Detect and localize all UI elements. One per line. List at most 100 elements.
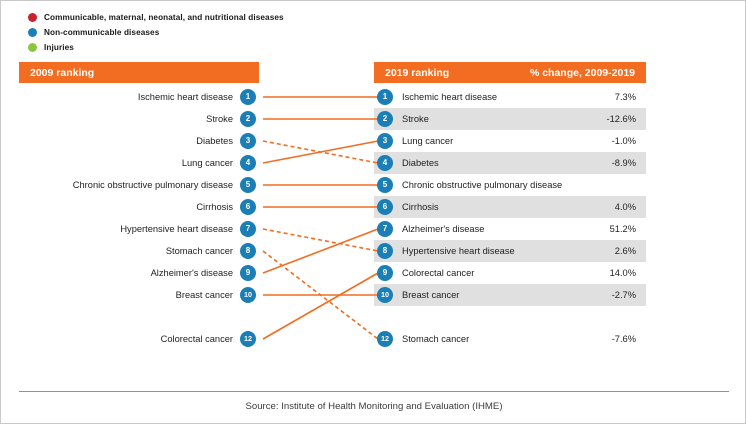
connector-line: [262, 140, 379, 164]
connector-line: [262, 272, 379, 340]
right-row-change-value: -7.6%: [611, 334, 636, 344]
legend: Communicable, maternal, neonatal, and nu…: [28, 11, 428, 56]
left-panel-header: 2009 ranking: [19, 62, 259, 83]
connector-line: [262, 228, 379, 252]
right-rank-badge: 6: [377, 199, 393, 215]
left-ranking-row[interactable]: Colorectal cancer 12: [19, 328, 259, 350]
left-ranking-row[interactable]: Stroke 2: [19, 108, 259, 130]
right-row-label: Ischemic heart disease: [402, 92, 498, 102]
left-row-gap: [19, 306, 259, 328]
right-ranking-row[interactable]: 3 Lung cancer -1.0%: [374, 130, 646, 152]
left-ranking-row[interactable]: Diabetes 3: [19, 130, 259, 152]
left-panel-header-label: 2009 ranking: [30, 66, 95, 79]
right-ranking-row[interactable]: 6 Cirrhosis 4.0%: [374, 196, 646, 218]
right-row-change-value: -12.6%: [606, 114, 636, 124]
legend-item: Injuries: [28, 41, 428, 54]
left-rank-badge: 5: [240, 177, 256, 193]
left-ranking-row[interactable]: Stomach cancer 8: [19, 240, 259, 262]
left-ranking-row[interactable]: Chronic obstructive pulmonary disease 5: [19, 174, 259, 196]
right-panel-header: 2019 ranking % change, 2009-2019: [374, 62, 646, 83]
right-row-change-value: 7.3%: [614, 92, 636, 102]
left-rank-badge: 10: [240, 287, 256, 303]
left-rank-badge: 6: [240, 199, 256, 215]
right-row-change-value: -2.7%: [611, 290, 636, 300]
source-note: Source: Institute of Health Monitoring a…: [245, 401, 503, 412]
left-ranking-row[interactable]: Breast cancer 10: [19, 284, 259, 306]
right-row-label: Alzheimer's disease: [402, 224, 485, 234]
right-row-label: Chronic obstructive pulmonary disease: [402, 180, 563, 190]
legend-dot-icon: [28, 28, 37, 37]
left-ranking-row[interactable]: Lung cancer 4: [19, 152, 259, 174]
left-row-label: Colorectal cancer: [160, 334, 233, 344]
right-rank-badge: 10: [377, 287, 393, 303]
right-ranking-row[interactable]: 8 Hypertensive heart disease 2.6%: [374, 240, 646, 262]
left-row-label: Stomach cancer: [165, 246, 233, 256]
right-rank-badge: 4: [377, 155, 393, 171]
right-rank-badge: 8: [377, 243, 393, 259]
left-ranking-row[interactable]: Ischemic heart disease 1: [19, 86, 259, 108]
right-row-change-value: 2.6%: [614, 246, 636, 256]
legend-item: Non-communicable diseases: [28, 26, 428, 39]
left-row-label: Ischemic heart disease: [137, 92, 233, 102]
right-row-change-value: -8.9%: [611, 158, 636, 168]
left-rank-badge: 7: [240, 221, 256, 237]
legend-dot-icon: [28, 43, 37, 52]
right-rank-badge: 5: [377, 177, 393, 193]
connector-line: [262, 250, 379, 340]
connector-line: [262, 140, 379, 164]
left-row-label: Lung cancer: [181, 158, 233, 168]
right-ranking-column: 1 Ischemic heart disease 7.3% 2 Stroke -12.6%…: [374, 86, 646, 350]
right-row-label: Colorectal cancer: [402, 268, 475, 278]
right-ranking-row[interactable]: 5 Chronic obstructive pulmonary disease: [374, 174, 646, 196]
legend-item-label: Injuries: [44, 43, 74, 52]
right-ranking-row[interactable]: 10 Breast cancer -2.7%: [374, 284, 646, 306]
right-rank-badge: 12: [377, 331, 393, 347]
right-row-label: Stroke: [402, 114, 429, 124]
right-row-change-value: 51.2%: [609, 224, 636, 234]
right-panel-change-header-label: % change, 2009-2019: [529, 66, 635, 79]
right-ranking-row[interactable]: 2 Stroke -12.6%: [374, 108, 646, 130]
left-rank-badge: 2: [240, 111, 256, 127]
right-row-label: Lung cancer: [402, 136, 454, 146]
left-ranking-row[interactable]: Cirrhosis 6: [19, 196, 259, 218]
right-ranking-row[interactable]: 7 Alzheimer's disease 51.2%: [374, 218, 646, 240]
right-row-label: Cirrhosis: [402, 202, 439, 212]
left-row-label: Chronic obstructive pulmonary disease: [72, 180, 233, 190]
right-rank-badge: 1: [377, 89, 393, 105]
connector-line: [262, 228, 379, 274]
right-row-label: Hypertensive heart disease: [402, 246, 515, 256]
footer-divider: [19, 391, 729, 392]
left-rank-badge: 8: [240, 243, 256, 259]
left-row-label: Breast cancer: [175, 290, 233, 300]
right-panel-header-label: 2019 ranking: [385, 66, 450, 79]
left-row-label: Diabetes: [196, 136, 233, 146]
left-rank-badge: 12: [240, 331, 256, 347]
right-row-change-value: -1.0%: [611, 136, 636, 146]
left-row-label: Stroke: [206, 114, 233, 124]
right-row-change-value: 4.0%: [614, 202, 636, 212]
right-rank-badge: 3: [377, 133, 393, 149]
right-rank-badge: 9: [377, 265, 393, 281]
right-ranking-row[interactable]: 9 Colorectal cancer 14.0%: [374, 262, 646, 284]
legend-item: Communicable, maternal, neonatal, and nu…: [28, 11, 428, 24]
right-row-label: Breast cancer: [402, 290, 460, 300]
legend-item-label: Communicable, maternal, neonatal, and nu…: [44, 13, 284, 22]
legend-dot-icon: [28, 13, 37, 22]
left-rank-badge: 3: [240, 133, 256, 149]
right-rank-badge: 2: [377, 111, 393, 127]
left-row-label: Cirrhosis: [196, 202, 233, 212]
right-rank-badge: 7: [377, 221, 393, 237]
left-rank-badge: 9: [240, 265, 256, 281]
right-row-gap: [374, 306, 646, 328]
right-row-change-value: 14.0%: [609, 268, 636, 278]
left-rank-badge: 1: [240, 89, 256, 105]
legend-item-label: Non-communicable diseases: [44, 28, 160, 37]
right-ranking-row[interactable]: 1 Ischemic heart disease 7.3%: [374, 86, 646, 108]
left-rank-badge: 4: [240, 155, 256, 171]
